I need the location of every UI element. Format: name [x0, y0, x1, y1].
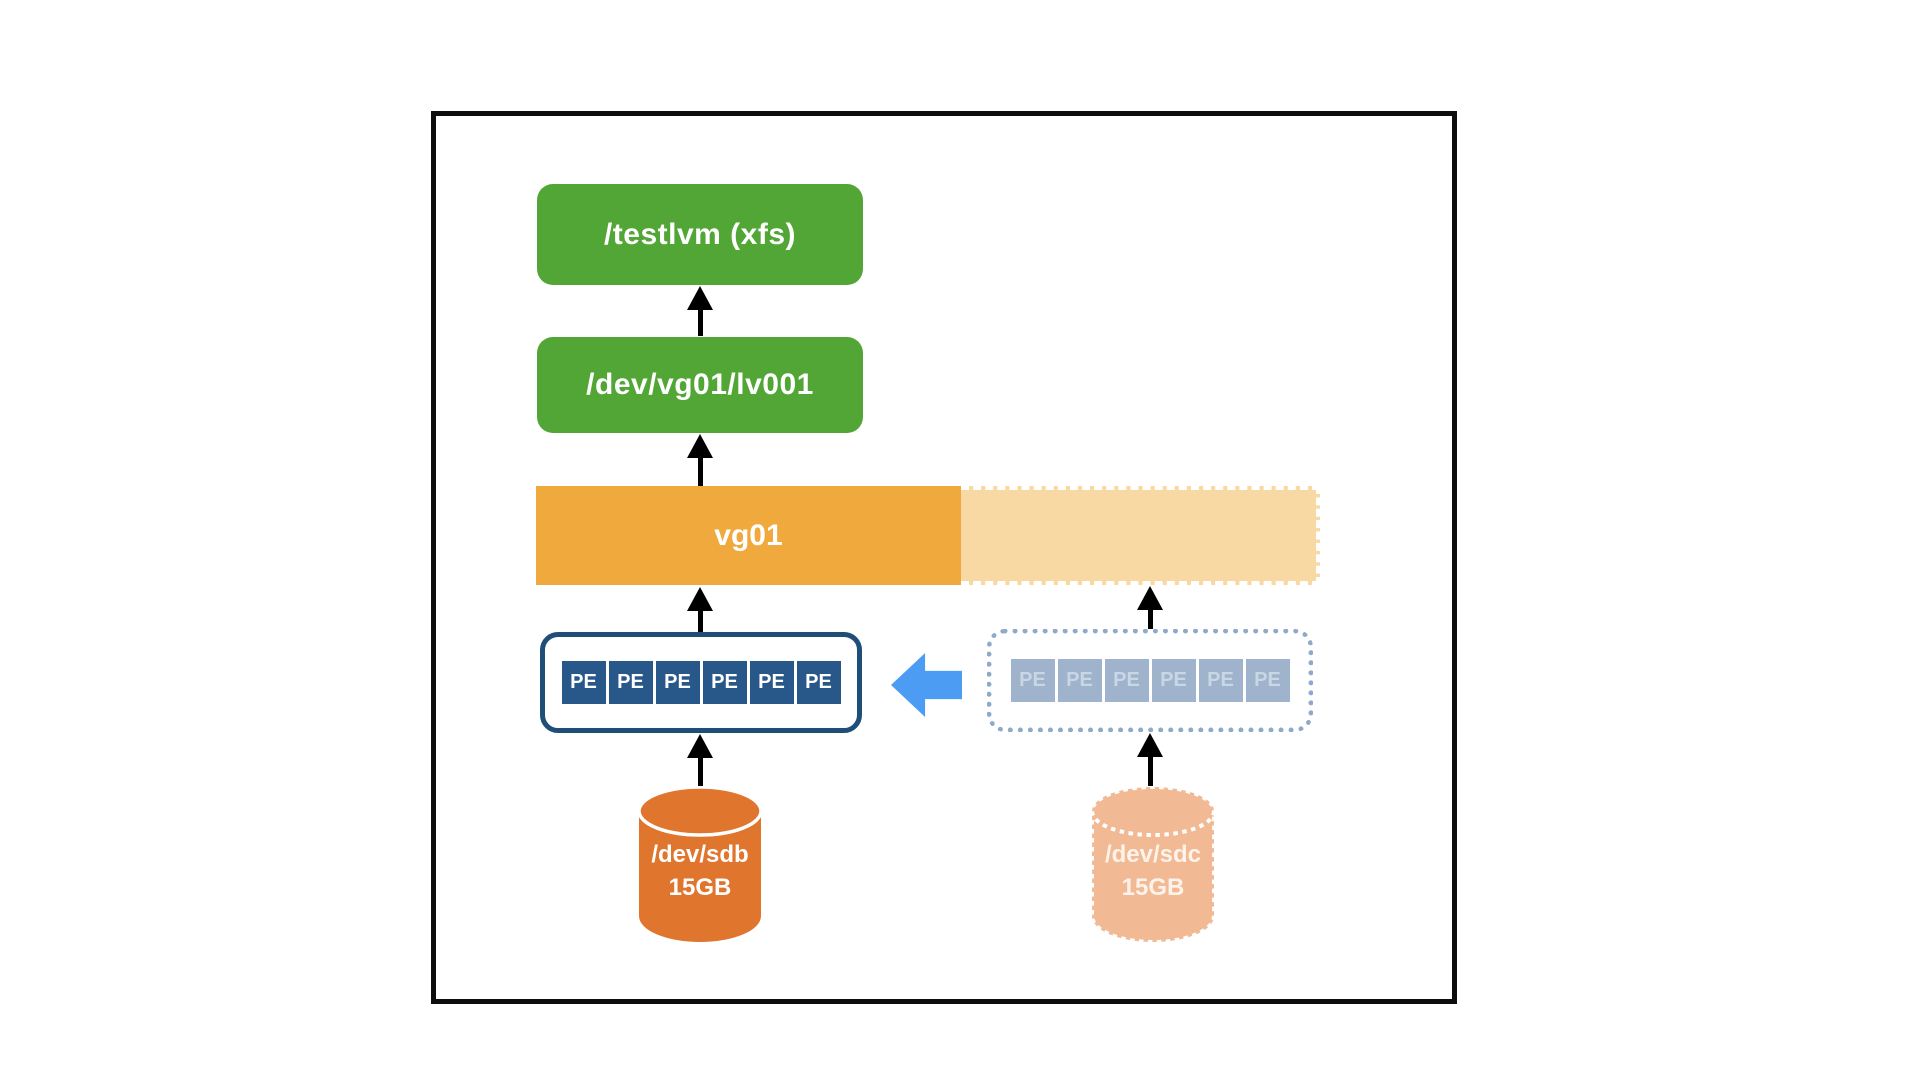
filesystem-node: /testlvm (xfs): [537, 184, 863, 285]
physical-volume-new-box: PE PE PE PE PE PE: [987, 629, 1313, 732]
pe-cell: PE: [1198, 659, 1243, 702]
pe-row-existing: PE PE PE PE PE PE: [561, 661, 841, 704]
physical-volume-existing-box: PE PE PE PE PE PE: [540, 632, 862, 733]
pe-cell: PE: [655, 661, 700, 704]
volume-group-bar: vg01: [536, 486, 961, 585]
arrow-shaft: [697, 758, 703, 786]
disk-sdb-cylinder-icon: /dev/sdb 15GB: [638, 786, 762, 944]
arrow-shaft: [1147, 610, 1153, 629]
cylinder-shape-dashed: [1091, 786, 1215, 944]
connector-vg-to-lv-arrow: [687, 434, 713, 486]
disk-sdc-label: /dev/sdc 15GB: [1091, 838, 1215, 904]
connector-pv-to-vg-arrow: [687, 587, 713, 632]
disk-sdc-name: /dev/sdc: [1104, 841, 1202, 868]
pe-cell: PE: [1057, 659, 1102, 702]
disk-sdc-cylinder-icon: /dev/sdc 15GB: [1091, 786, 1215, 944]
arrow-shaft: [697, 310, 703, 336]
disk-sdc-size: 15GB: [1121, 874, 1185, 901]
arrow-shaft: [697, 458, 703, 486]
pe-cell: PE: [749, 661, 794, 704]
logical-volume-label: /dev/vg01/lv001: [586, 368, 814, 401]
arrow-shaft: [1147, 757, 1153, 786]
pe-cell: PE: [1104, 659, 1149, 702]
arrow-head: [687, 587, 713, 611]
pe-cell: PE: [608, 661, 653, 704]
disk-sdb-label: /dev/sdb 15GB: [638, 838, 762, 904]
volume-group-label: vg01: [714, 518, 783, 552]
arrow-head: [687, 734, 713, 758]
connector-sdc-to-newpv-arrow: [1137, 733, 1163, 786]
volume-group-extension-bar: [961, 486, 1320, 585]
disk-sdb-name: /dev/sdb: [651, 841, 749, 868]
pe-row-new: PE PE PE PE PE PE: [1010, 659, 1290, 702]
logical-volume-node: /dev/vg01/lv001: [537, 337, 863, 433]
pe-cell: PE: [1151, 659, 1196, 702]
filesystem-label: /testlvm (xfs): [603, 217, 797, 251]
arrow-shaft: [697, 611, 703, 632]
cylinder-shape: [638, 786, 762, 942]
arrow-head: [687, 434, 713, 458]
pe-cell: PE: [1010, 659, 1055, 702]
connector-lv-to-fs-arrow: [687, 286, 713, 336]
pe-cell: PE: [561, 661, 606, 704]
connector-newpv-to-vgext-arrow: [1137, 586, 1163, 629]
arrow-head: [687, 286, 713, 310]
connector-sdb-to-pv-arrow: [687, 734, 713, 786]
disk-sdb-size: 15GB: [668, 874, 732, 901]
pe-cell: PE: [796, 661, 841, 704]
arrow-head: [1137, 586, 1163, 610]
arrow-head: [1137, 733, 1163, 757]
pe-cell: PE: [1245, 659, 1290, 702]
pe-cell: PE: [702, 661, 747, 704]
